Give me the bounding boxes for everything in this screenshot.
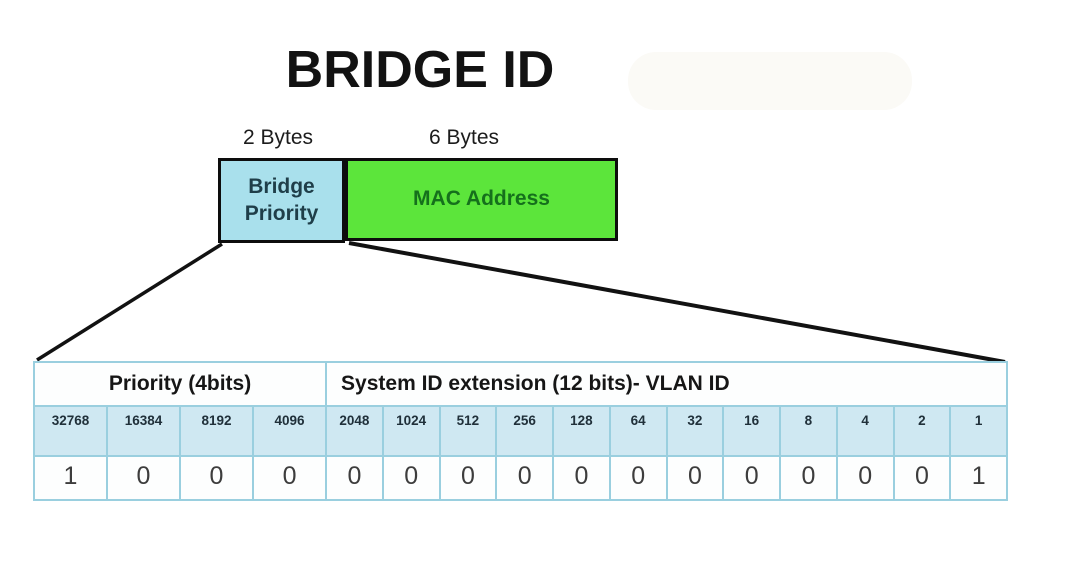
bit-cell: 0 (438, 455, 498, 501)
bit-value-row: 1 0 0 0 0 0 0 0 0 0 0 0 0 0 0 1 (33, 455, 1009, 501)
place-value-cell: 1024 (381, 405, 441, 457)
bit-cell: 0 (381, 455, 441, 501)
place-value-cell: 512 (438, 405, 498, 457)
mac-size-label: 6 Bytes (428, 126, 500, 149)
bridge-priority-bit-table: Priority (4bits) System ID extension (12… (32, 361, 1009, 501)
bit-cell: 0 (835, 455, 895, 501)
bridge-priority-label: Bridge Priority (244, 175, 319, 225)
place-value-cell: 16 (722, 405, 782, 457)
system-id-section-header: System ID extension (12 bits)- VLAN ID (325, 361, 1009, 407)
place-value-cell: 4 (835, 405, 895, 457)
bit-cell: 1 (33, 455, 108, 501)
place-value-cell: 16384 (106, 405, 181, 457)
bit-cell: 0 (495, 455, 555, 501)
bit-cell: 0 (106, 455, 181, 501)
place-value-cell: 64 (608, 405, 668, 457)
diagram-title: BRIDGE ID (285, 41, 555, 99)
place-value-cell: 2 (892, 405, 952, 457)
place-value-row: 32768 16384 8192 4096 2048 1024 512 256 … (33, 405, 1009, 457)
bit-cell: 0 (325, 455, 384, 501)
mac-address-box: MAC Address (345, 158, 618, 241)
place-value-cell: 32 (665, 405, 725, 457)
place-value-cell: 8 (779, 405, 838, 457)
expansion-line-left (36, 242, 223, 362)
bit-cell: 0 (251, 455, 328, 501)
place-value-cell: 1 (949, 405, 1009, 457)
bit-cell: 1 (949, 455, 1009, 501)
place-value-cell: 128 (552, 405, 611, 457)
bit-cell: 0 (892, 455, 952, 501)
priority-section-header: Priority (4bits) (32, 361, 328, 407)
bit-cell: 0 (779, 455, 838, 501)
place-value-cell: 8192 (179, 405, 254, 457)
bit-cell: 0 (722, 455, 782, 501)
bit-cell: 0 (665, 455, 725, 501)
place-value-cell: 4096 (251, 405, 328, 457)
faint-watermark-area (628, 52, 912, 110)
place-value-cell: 2048 (325, 405, 384, 457)
place-value-cell: 32768 (33, 405, 108, 457)
mac-address-label: MAC Address (413, 187, 550, 211)
place-value-cell: 256 (495, 405, 555, 457)
bridge-priority-box: Bridge Priority (218, 158, 345, 243)
section-header-row: Priority (4bits) System ID extension (12… (32, 361, 1009, 407)
bit-cell: 0 (179, 455, 254, 501)
bit-cell: 0 (608, 455, 668, 501)
priority-size-label: 2 Bytes (242, 126, 314, 149)
bit-cell: 0 (552, 455, 611, 501)
expansion-line-right (348, 241, 1006, 364)
